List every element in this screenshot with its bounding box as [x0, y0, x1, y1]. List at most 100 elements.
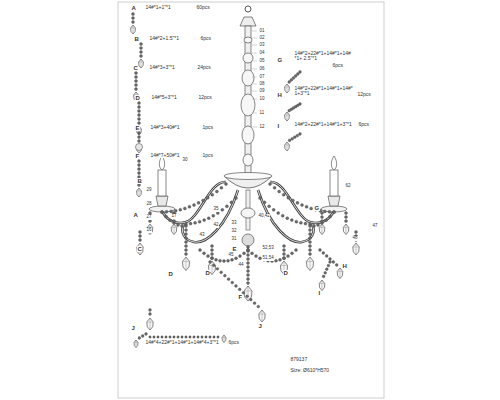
part-letter: E: [135, 125, 140, 131]
bead: [283, 257, 286, 260]
bead: [310, 207, 313, 210]
bead: [179, 208, 182, 211]
callout-number: 27: [146, 215, 152, 220]
bead: [319, 249, 322, 252]
bead: [211, 193, 214, 196]
crystal-facet: [319, 224, 325, 235]
bead: [230, 201, 233, 204]
bead: [231, 281, 234, 284]
bead: [345, 220, 348, 223]
callout-number: Size: Ø610*H570: [290, 368, 330, 373]
crystal-facet: [147, 318, 153, 330]
bead: [317, 223, 320, 226]
bead: [135, 84, 138, 87]
bead: [329, 215, 332, 218]
callout-number: 62: [345, 184, 351, 189]
crystal-drop: [259, 310, 265, 322]
bead: [327, 264, 330, 267]
part-letter: H: [342, 263, 347, 269]
bead: [283, 245, 286, 248]
crystal-drop: [353, 243, 359, 255]
bead: [231, 258, 234, 261]
bead: [255, 255, 258, 258]
bead: [243, 252, 246, 255]
bead: [290, 79, 293, 82]
crystal-facet: [137, 243, 143, 255]
bead: [324, 271, 327, 274]
crystal-ball: [136, 144, 143, 151]
crystal-facet: [222, 335, 226, 343]
crystal-drop: [182, 257, 189, 271]
leader-line: [252, 53, 257, 54]
callout-number: 24pcs: [197, 65, 211, 70]
bead: [173, 336, 175, 338]
bead: [247, 249, 250, 252]
bead: [169, 336, 171, 338]
callout-number: 14#*3+40#*1: [150, 125, 180, 130]
leader-line: [252, 84, 257, 85]
bead: [217, 336, 219, 338]
bead: [247, 270, 250, 273]
crystal-drop: [285, 142, 290, 151]
bead: [205, 336, 207, 338]
bead: [291, 199, 294, 202]
callout-number: 52,53: [262, 246, 274, 251]
bead: [227, 259, 230, 262]
candle-arm: [162, 182, 226, 223]
bead: [277, 212, 280, 215]
bead: [282, 193, 285, 196]
callout-number: 6pcs: [332, 63, 344, 68]
leader-line: [252, 77, 257, 78]
crystal-drop: [285, 112, 290, 121]
callout-number: 33: [231, 221, 237, 226]
bead: [177, 336, 179, 338]
candle-arm-highlight: [162, 182, 226, 223]
bead: [247, 258, 250, 261]
hanging-ring: [245, 6, 251, 12]
callout-number: 14#*2+22#*1+14#*1+14#*1+3"*1: [294, 86, 355, 97]
callout-number: 14#*2+1.5"*1: [149, 36, 179, 41]
bead: [272, 208, 275, 211]
callout-number: 43: [199, 233, 205, 238]
lower-knob: [241, 208, 255, 218]
callout-number: 14#*3+3"*1: [149, 65, 175, 70]
callout-number: 03: [259, 43, 265, 48]
glass-sleeve: [242, 126, 254, 144]
crystal-drop: [134, 340, 138, 348]
glass-sleeve: [243, 53, 253, 63]
bead: [138, 168, 141, 171]
crystal-drop: [131, 25, 136, 34]
part-letter: E: [232, 246, 237, 252]
leader-line: [252, 45, 257, 46]
bead: [138, 172, 141, 175]
crystal-drop: [147, 318, 153, 330]
bead: [309, 225, 312, 228]
crystal-facet: [343, 224, 349, 235]
bead: [238, 288, 241, 291]
crystal-drop: [139, 59, 144, 68]
callout-number: 1pcs: [202, 125, 214, 130]
bead: [199, 249, 202, 252]
bead: [321, 220, 324, 223]
bead: [281, 214, 284, 217]
bead: [181, 224, 184, 227]
bead: [345, 216, 348, 219]
crystal-drop: [306, 257, 313, 271]
bead: [165, 210, 168, 213]
bead: [193, 336, 195, 338]
bead: [140, 47, 143, 50]
crystal-drop: [137, 243, 143, 255]
callout-number: 44: [238, 263, 244, 268]
chandelier-drawing: [131, 6, 360, 348]
bead: [202, 199, 205, 202]
bead: [296, 73, 299, 76]
callout-number: 35: [213, 207, 219, 212]
bead: [138, 102, 141, 105]
callout-number: 01: [259, 29, 265, 34]
bead: [313, 224, 316, 227]
crystal-facet: [285, 142, 290, 151]
bead: [275, 259, 278, 262]
bead: [216, 212, 219, 215]
bead: [185, 253, 188, 256]
callout-number: 14#*1+1"*1: [145, 5, 171, 10]
